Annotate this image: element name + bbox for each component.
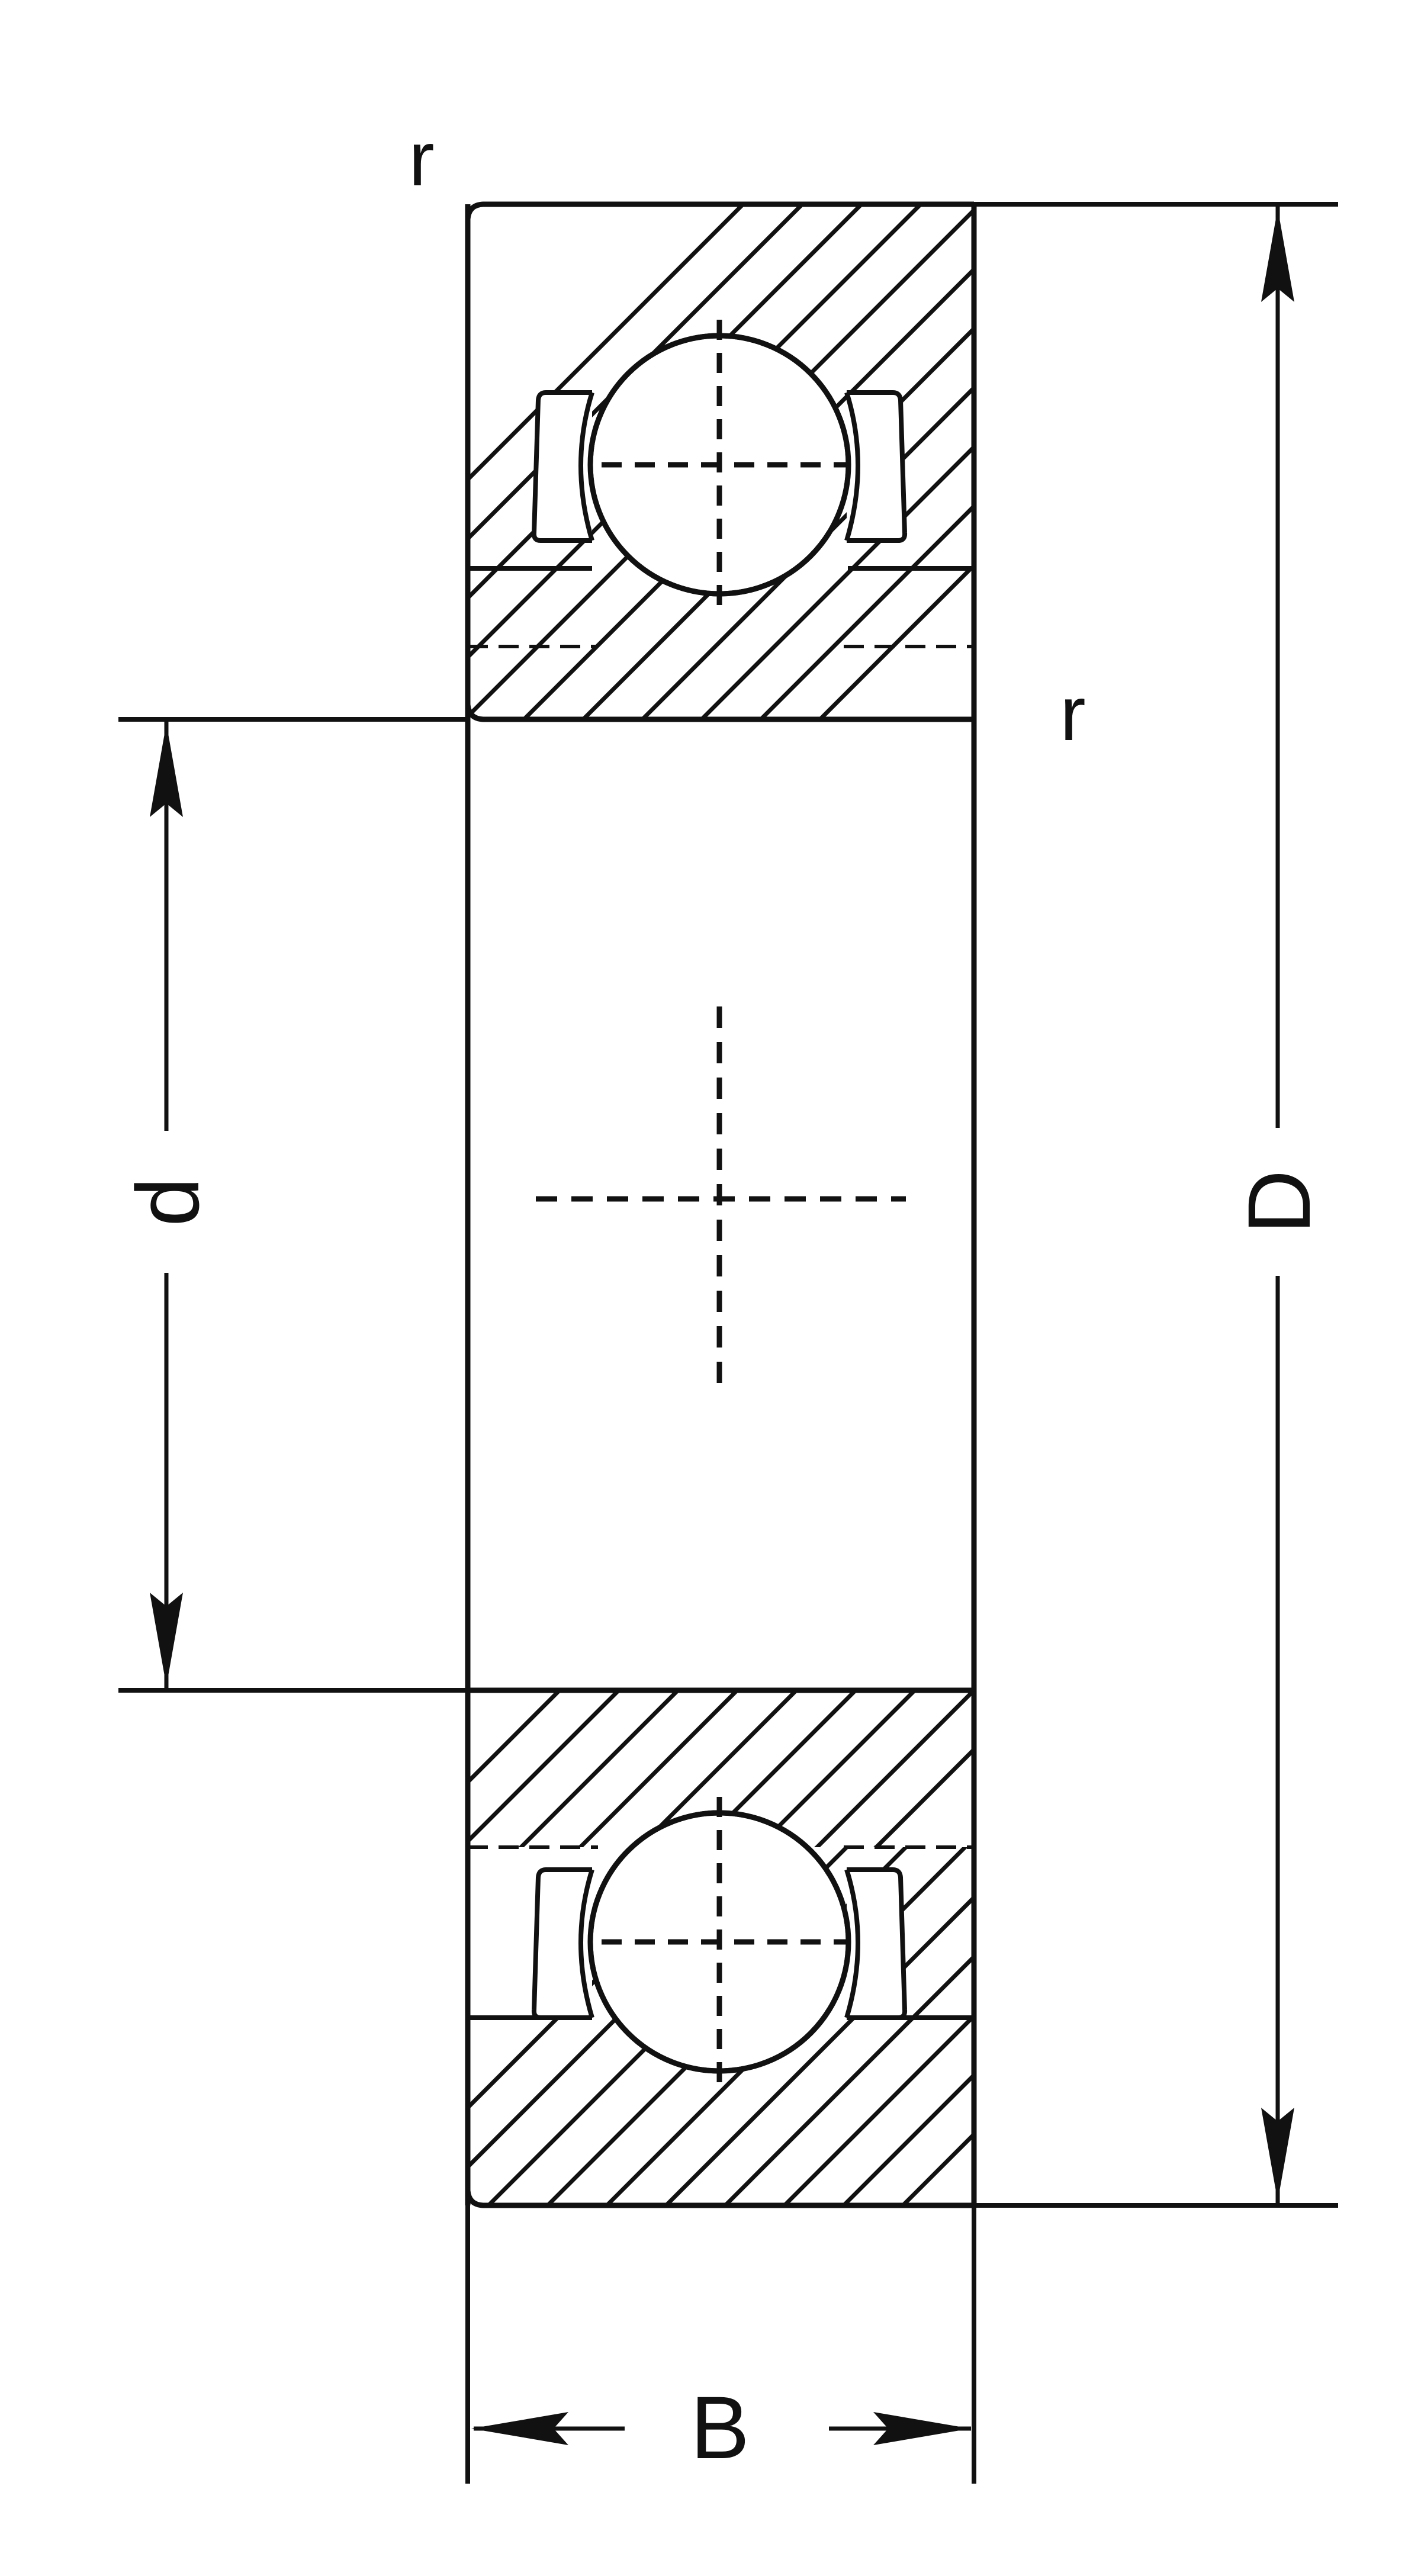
arrowhead-B-right bbox=[873, 2412, 970, 2445]
cage-top-left bbox=[531, 390, 594, 543]
callout-label-r-right: r bbox=[1060, 670, 1085, 757]
outer-ring-top bbox=[465, 201, 974, 571]
dimension-outside-diameter-D: D bbox=[974, 202, 1338, 2208]
cage-bottom-left bbox=[531, 1867, 594, 2020]
label-backdrop-D bbox=[1229, 1128, 1329, 1276]
outer-ring-bottom-upper-band bbox=[468, 1687, 974, 1849]
dimension-label-B: B bbox=[690, 2378, 750, 2477]
dimension-bore-diameter-d: d bbox=[118, 717, 468, 1693]
arrowhead-D-bottom bbox=[1261, 2108, 1294, 2201]
ring-side-walls bbox=[465, 204, 977, 2205]
hatch-upper-outer bbox=[468, 204, 974, 568]
callout-corner-radius-right: r bbox=[1060, 670, 1085, 757]
cage-top-right bbox=[844, 390, 908, 543]
callout-label-r-top-left: r bbox=[409, 115, 434, 202]
arrowhead-d-bottom bbox=[150, 1593, 183, 1686]
arrowhead-B-left bbox=[471, 2412, 568, 2445]
callout-corner-radius-top-left: r bbox=[409, 115, 434, 202]
dimension-width-B: B bbox=[465, 2205, 976, 2501]
ball-bottom-outline bbox=[587, 1810, 851, 2074]
hatch-upper-inner bbox=[468, 568, 974, 719]
cage-bottom-right bbox=[844, 1867, 908, 2020]
label-backdrop-B bbox=[657, 2353, 785, 2501]
axis-centerline bbox=[536, 1006, 906, 1397]
ball-top-outline bbox=[587, 333, 851, 597]
arrowhead-D-top bbox=[1261, 208, 1294, 302]
dimension-label-D: D bbox=[1229, 1170, 1329, 1234]
outer-ring-top-lower-band bbox=[465, 568, 974, 722]
arrowhead-d-top bbox=[150, 723, 183, 817]
dimension-label-d: d bbox=[118, 1177, 217, 1226]
ball-centerline-bottom bbox=[568, 1797, 870, 2090]
label-backdrop-d bbox=[118, 1131, 219, 1273]
ball-centerline-top bbox=[568, 320, 870, 613]
